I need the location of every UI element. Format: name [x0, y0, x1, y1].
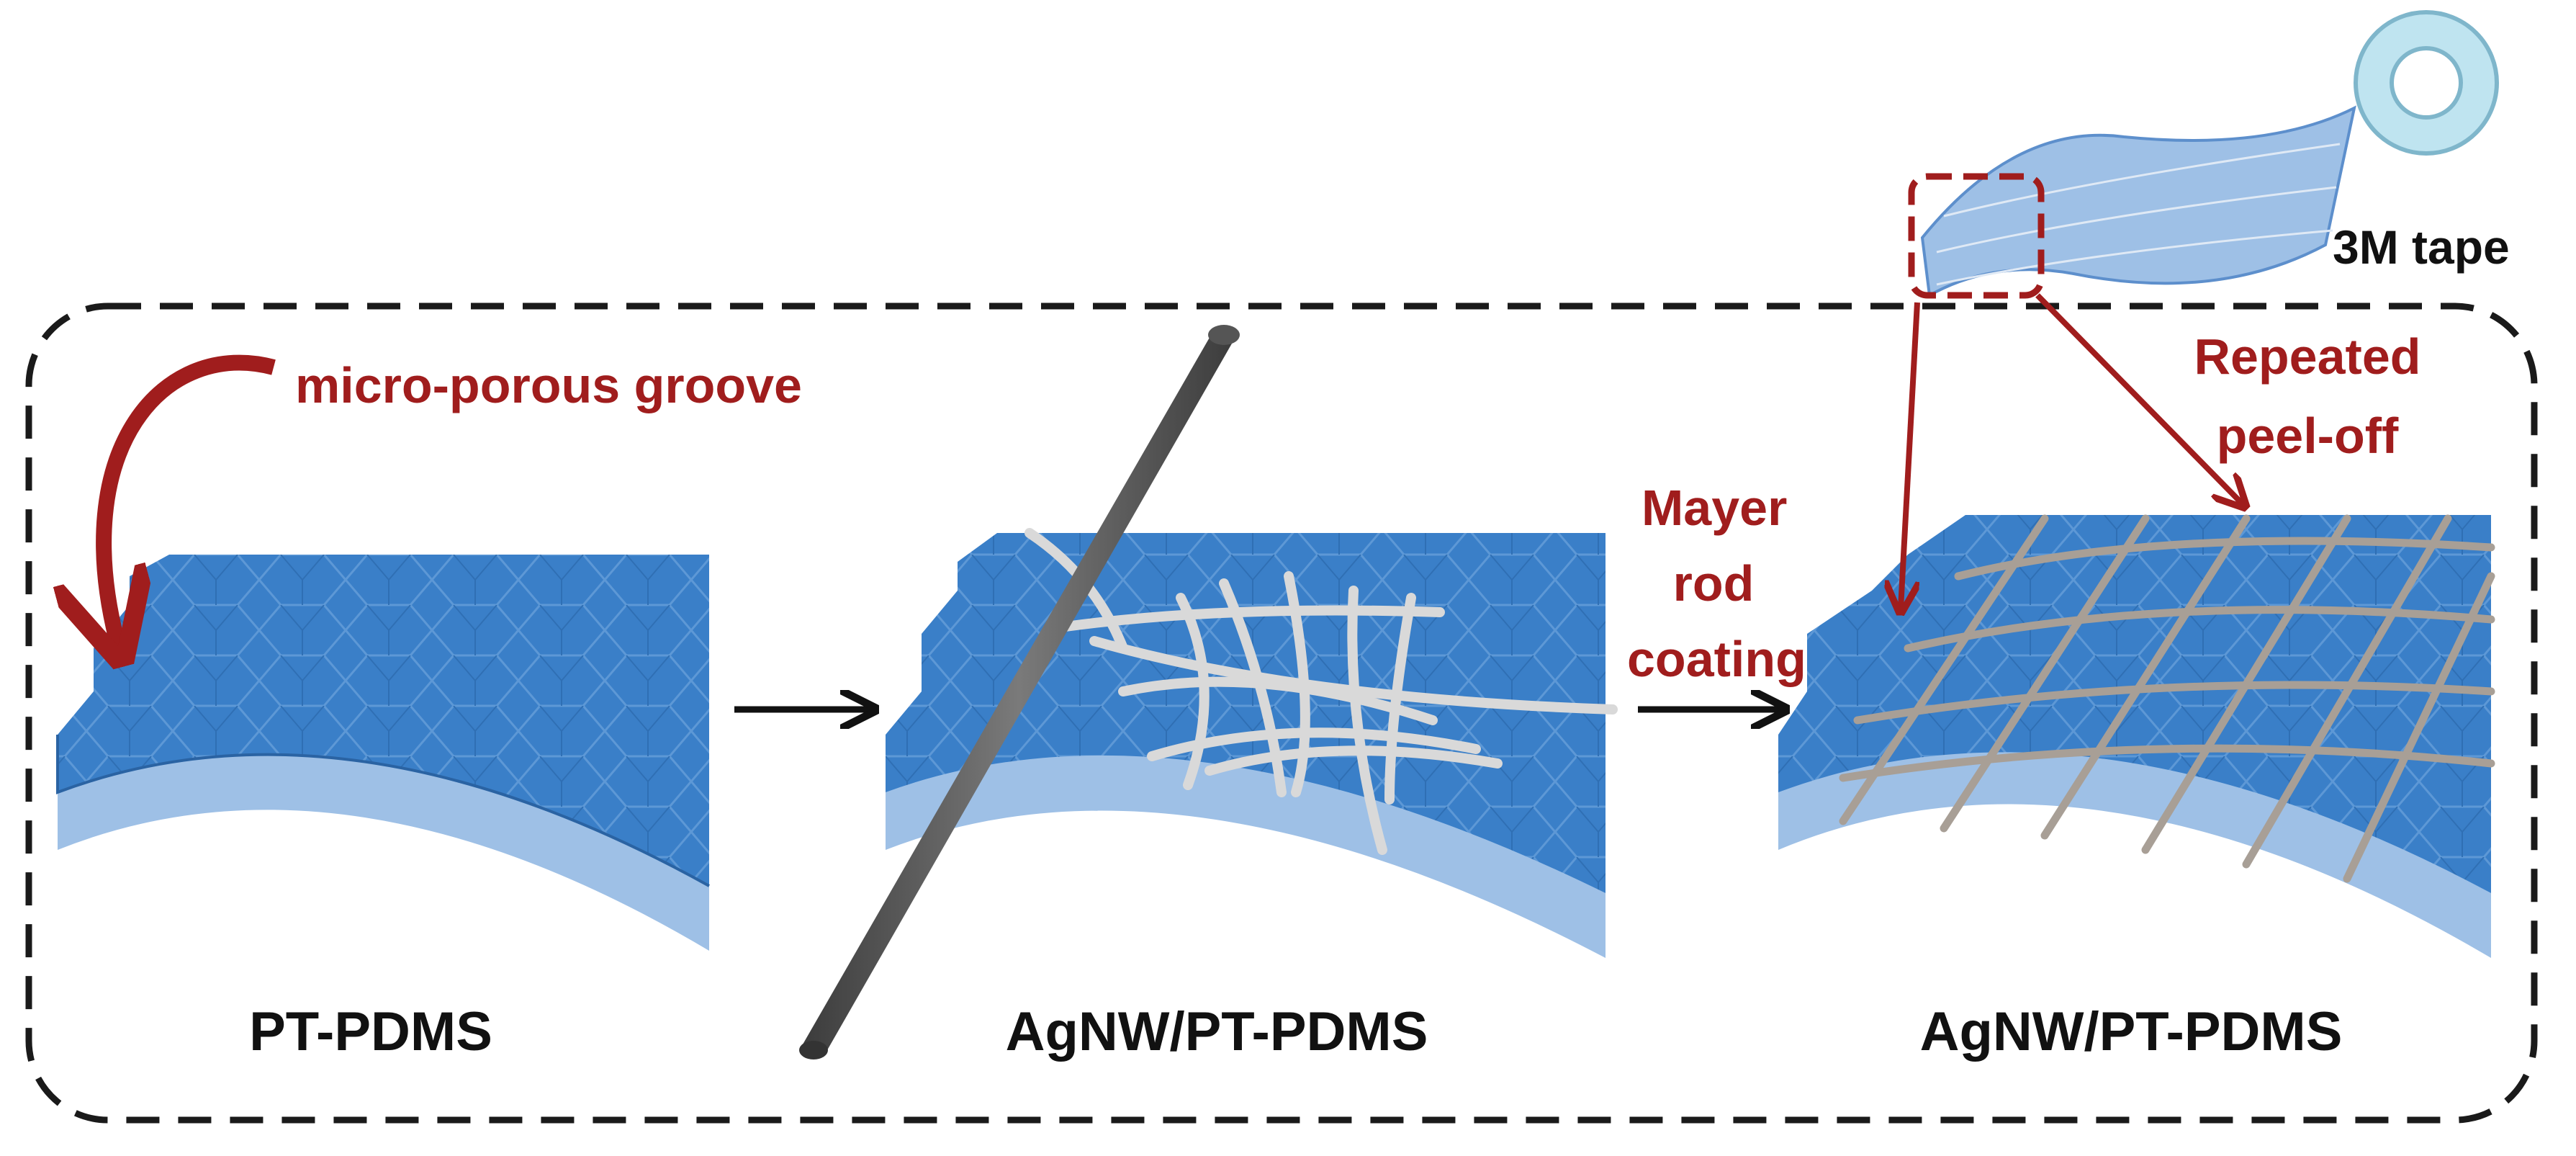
tape-label: 3M tape [2333, 220, 2510, 274]
groove-label: micro-porous groove [295, 357, 802, 413]
panel2-label: AgNW/PT-PDMS [1005, 1001, 1428, 1062]
tape-roll-icon [2354, 10, 2499, 156]
tape-film [1920, 105, 2356, 298]
aligned-nanowire-grid [1839, 514, 2495, 883]
silver-nanowire-network [1024, 528, 1618, 855]
pdms-film-3 [1778, 515, 2491, 958]
mayer-label-line2: rod [1672, 555, 1755, 611]
panel1-label: PT-PDMS [249, 1001, 492, 1062]
repeated-label-line2: peel-off [2216, 408, 2399, 464]
process-frame [25, 303, 2538, 1124]
mayer-rod [799, 325, 1240, 1059]
selection-box [1908, 173, 2045, 299]
peel-arrow-diagonal [2035, 293, 2243, 504]
mayer-label-line1: Mayer [1641, 480, 1788, 536]
panel3-label: AgNW/PT-PDMS [1919, 1001, 2343, 1062]
mayer-label-line3: coating [1627, 631, 1806, 687]
repeated-label-line1: Repeated [2194, 328, 2421, 385]
peel-arrow-down [1901, 302, 1920, 609]
pdms-film-1 [56, 555, 710, 951]
groove-indicator-arrow [104, 354, 276, 648]
